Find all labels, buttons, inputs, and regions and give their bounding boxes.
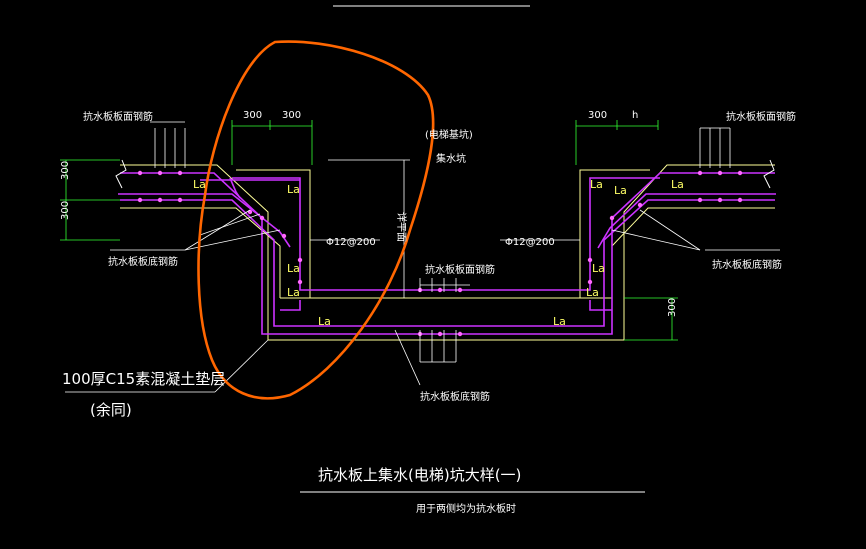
la-label-8: La (614, 184, 627, 197)
la-label-7: La (590, 178, 603, 191)
left-spec: Φ12@200 (326, 237, 376, 248)
drawing-subtitle: 用于两侧均为抗水板时 (416, 502, 516, 515)
cushion-label: 100厚C15素混凝土垫层 (62, 370, 225, 388)
depth-note: 详平面 (395, 212, 408, 242)
dim-left-top-a: 300 (243, 110, 262, 121)
la-label-3: La (287, 262, 300, 275)
la-label-4: La (287, 286, 300, 299)
right-top-rebar-label: 抗水板板面钢筋 (726, 110, 796, 123)
dim-right-top-b: h (632, 110, 638, 121)
la-label-1: La (193, 178, 206, 191)
pit-note-2: 集水坑 (436, 152, 466, 165)
la-label-5: La (318, 315, 331, 328)
dim-left-side-b: 300 (60, 201, 71, 220)
la-label-9: La (671, 178, 684, 191)
dim-right-top-a: 300 (588, 110, 607, 121)
la-label-2: La (287, 183, 300, 196)
leader-lines (65, 121, 780, 393)
la-label-6: La (553, 315, 566, 328)
rebar-dots (137, 170, 743, 337)
dimension-lines (60, 120, 678, 341)
left-top-rebar-label: 抗水板板面钢筋 (83, 110, 153, 123)
la-label-11: La (586, 286, 599, 299)
cushion-note: (余同) (90, 401, 132, 419)
pit-top-rebar-label: 抗水板板面钢筋 (425, 263, 495, 276)
dim-right-side: 300 (667, 298, 678, 317)
dim-left-top-b: 300 (282, 110, 301, 121)
right-spec: Φ12@200 (505, 237, 555, 248)
left-bottom-rebar-label: 抗水板板底钢筋 (108, 255, 178, 268)
break-symbols (115, 159, 775, 189)
pit-note-1: (电梯基坑) (425, 128, 473, 141)
la-label-10: La (592, 262, 605, 275)
drawing-title: 抗水板上集水(电梯)坑大样(一) (318, 466, 521, 484)
right-bottom-rebar-label: 抗水板板底钢筋 (712, 258, 782, 271)
highlight-circle-annotation (197, 40, 435, 400)
dim-left-side-a: 300 (60, 161, 71, 180)
pit-bottom-rebar-label: 抗水板板底钢筋 (420, 390, 490, 403)
